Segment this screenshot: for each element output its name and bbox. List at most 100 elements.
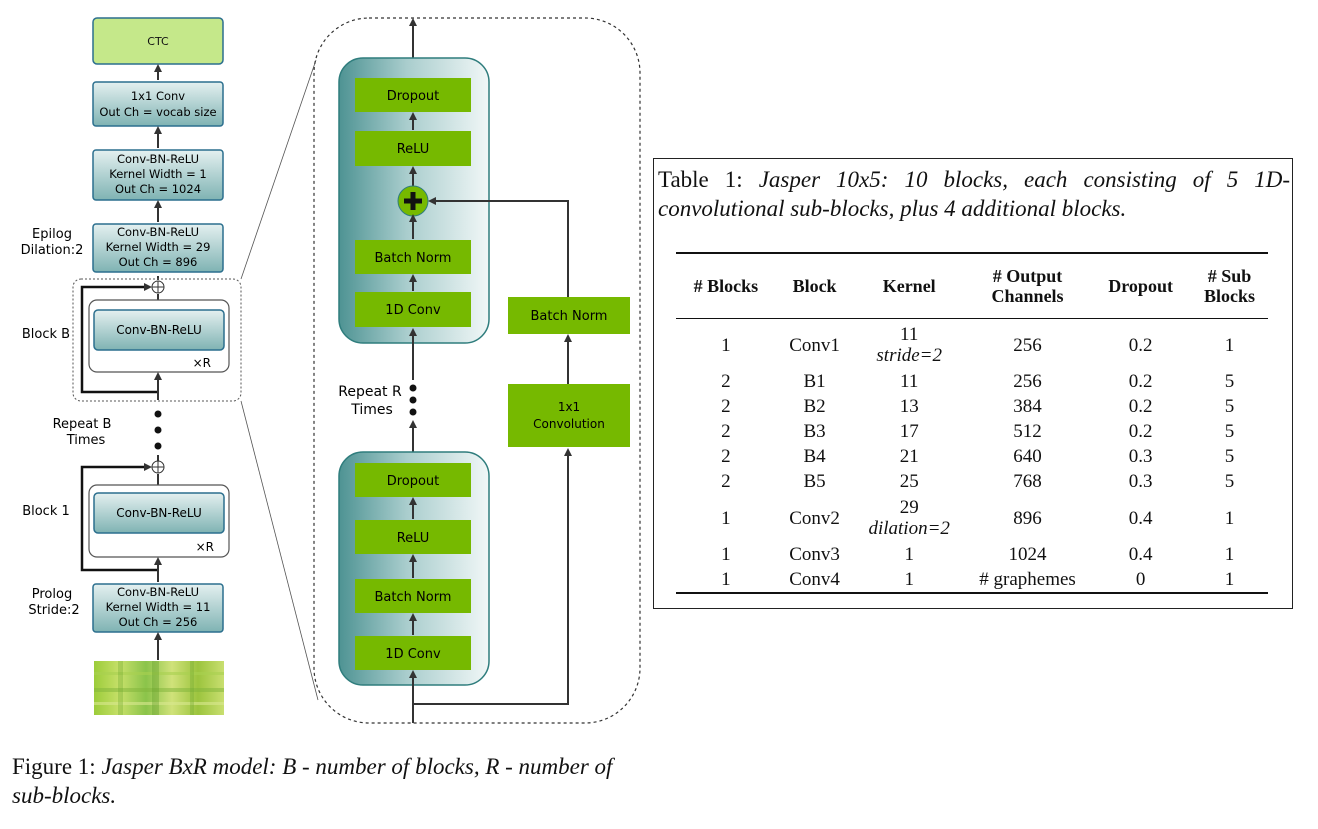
cell-block: B2	[803, 395, 826, 417]
epilog-label: Epilog	[32, 227, 72, 242]
block-1-sum-icon	[151, 460, 165, 474]
cell-kernel: 1	[904, 543, 914, 565]
header-sub-blocks: # Sub Blocks	[1191, 252, 1268, 319]
block-1-repeat: ×R	[196, 540, 214, 554]
figure-caption-text: Jasper BxR model: B - number of blocks, …	[12, 754, 613, 808]
repeat-r-dots	[409, 384, 417, 416]
cell-blocks: 1	[721, 543, 731, 565]
kernel-note: stride=2	[876, 345, 942, 366]
header-kernel: Kernel	[853, 252, 965, 319]
cell-blocks: 1	[721, 507, 731, 529]
kernel-value: 11	[900, 324, 919, 345]
header-output-channels: # Output Channels	[964, 252, 1091, 319]
cell-sub-blocks: 5	[1224, 445, 1235, 467]
cell-block: Conv1	[789, 334, 840, 356]
bottom-relu-label: ReLU	[397, 531, 430, 546]
cell-sub-blocks: 1	[1224, 334, 1235, 356]
svg-text:Kernel Width = 1: Kernel Width = 1	[109, 167, 206, 181]
config-table: # Blocks Block Kernel # Output Channels …	[676, 252, 1268, 594]
bottom-dropout-label: Dropout	[387, 474, 440, 489]
top-relu-box	[355, 131, 471, 166]
cell-sub-blocks: 1	[1224, 507, 1235, 529]
block-b-repeat: ×R	[193, 356, 211, 370]
bottom-batchnorm-box	[355, 579, 471, 613]
ctc-box: CTC	[92, 17, 224, 65]
top-batchnorm-label: Batch Norm	[375, 251, 452, 266]
cell-channels: 768	[1013, 470, 1042, 492]
top-relu-label: ReLU	[397, 142, 430, 157]
cell-channels: 640	[1013, 445, 1042, 467]
cell-block: Conv2	[789, 507, 840, 529]
cell-blocks: 1	[721, 334, 731, 356]
cell-sub-blocks: 5	[1224, 370, 1235, 392]
block-b-sum-icon	[151, 280, 165, 294]
cell-channels: 384	[1013, 395, 1042, 417]
residual-batchnorm-box	[508, 297, 630, 334]
table-caption-label: Table 1:	[658, 167, 743, 192]
figure-caption-label: Figure 1:	[12, 754, 96, 779]
cell-blocks: 2	[721, 395, 731, 417]
cell-block: B3	[803, 420, 826, 442]
residual-convolution-label: Convolution	[533, 417, 605, 431]
cell-dropout: 0.4	[1128, 543, 1153, 565]
header-dropout: Dropout	[1090, 252, 1192, 319]
cell-dropout: 0	[1090, 567, 1192, 594]
cell-block: Conv3	[789, 543, 840, 565]
cell-block: B1	[803, 370, 826, 392]
prolog-stride-label: Stride:2	[28, 603, 79, 618]
cell-sub-blocks: 1	[1224, 543, 1235, 565]
block-b-outline	[72, 278, 242, 402]
cell-kernel: 17	[899, 420, 919, 442]
svg-text:Kernel Width = 29: Kernel Width = 29	[106, 240, 211, 254]
block-1-conv-box	[93, 492, 225, 534]
cell-blocks: 1	[676, 567, 776, 594]
conv1x1-box: 1x1 Conv Out Ch = vocab size	[92, 81, 224, 127]
conv-epilog-box: Conv-BN-ReLU Kernel Width = 29 Out Ch = …	[92, 223, 224, 273]
conv-prolog-box: Conv-BN-ReLU Kernel Width = 11 Out Ch = …	[92, 583, 224, 633]
cell-kernel: 11	[900, 370, 919, 392]
cell-dropout: 0.2	[1128, 420, 1153, 442]
repeat-b-label: Repeat B	[53, 417, 112, 432]
table-header-row: # Blocks Block Kernel # Output Channels …	[676, 252, 1268, 319]
cell-kernel: 25	[899, 470, 919, 492]
svg-text:Conv-BN-ReLU: Conv-BN-ReLU	[117, 152, 199, 166]
repeat-r-label: Repeat R	[338, 384, 402, 400]
zoom-connector-top	[240, 59, 317, 280]
block-1-label: Block 1	[22, 504, 70, 519]
svg-text:Out Ch = vocab size: Out Ch = vocab size	[99, 105, 216, 119]
zoom-connector-bottom	[240, 400, 319, 701]
svg-text:Out Ch = 256: Out Ch = 256	[119, 615, 198, 629]
repeat-b-dots	[154, 410, 162, 450]
cell-dropout: 0.2	[1128, 334, 1153, 356]
residual-conv1x1-label: 1x1	[558, 400, 580, 414]
svg-text:Conv-BN-ReLU: Conv-BN-ReLU	[117, 585, 199, 599]
cell-dropout: 0.2	[1128, 395, 1153, 417]
kernel-note: dilation=2	[868, 518, 950, 539]
svg-text:1x1 Conv: 1x1 Conv	[131, 89, 185, 103]
residual-batchnorm-label: Batch Norm	[531, 309, 608, 324]
bottom-relu-box	[355, 520, 471, 554]
block-b-conv-label: Conv-BN-ReLU	[116, 323, 202, 337]
epilog-dilation-label: Dilation:2	[21, 243, 84, 258]
cell-kernel: 21	[899, 445, 919, 467]
cell-block: B5	[803, 470, 826, 492]
cell-dropout: 0.2	[1128, 370, 1153, 392]
jasper-architecture-figure: CTC 1x1 Conv Out Ch = vocab size Conv-BN…	[0, 0, 650, 740]
bottom-conv1d-label: 1D Conv	[385, 647, 441, 662]
header-blocks: # Blocks	[676, 252, 776, 319]
cell-channels: 512	[1013, 420, 1042, 442]
bottom-conv1d-box	[355, 636, 471, 670]
svg-text:Out Ch = 896: Out Ch = 896	[119, 255, 198, 269]
cell-channels: 1024	[1008, 543, 1047, 565]
table-panel: Table 1: Jasper 10x5: 10 blocks, each co…	[653, 158, 1293, 609]
cell-block: Conv4	[775, 567, 854, 594]
top-conv1d-box	[355, 292, 471, 327]
top-dropout-box	[355, 78, 471, 112]
cell-channels: # graphemes	[964, 567, 1091, 594]
